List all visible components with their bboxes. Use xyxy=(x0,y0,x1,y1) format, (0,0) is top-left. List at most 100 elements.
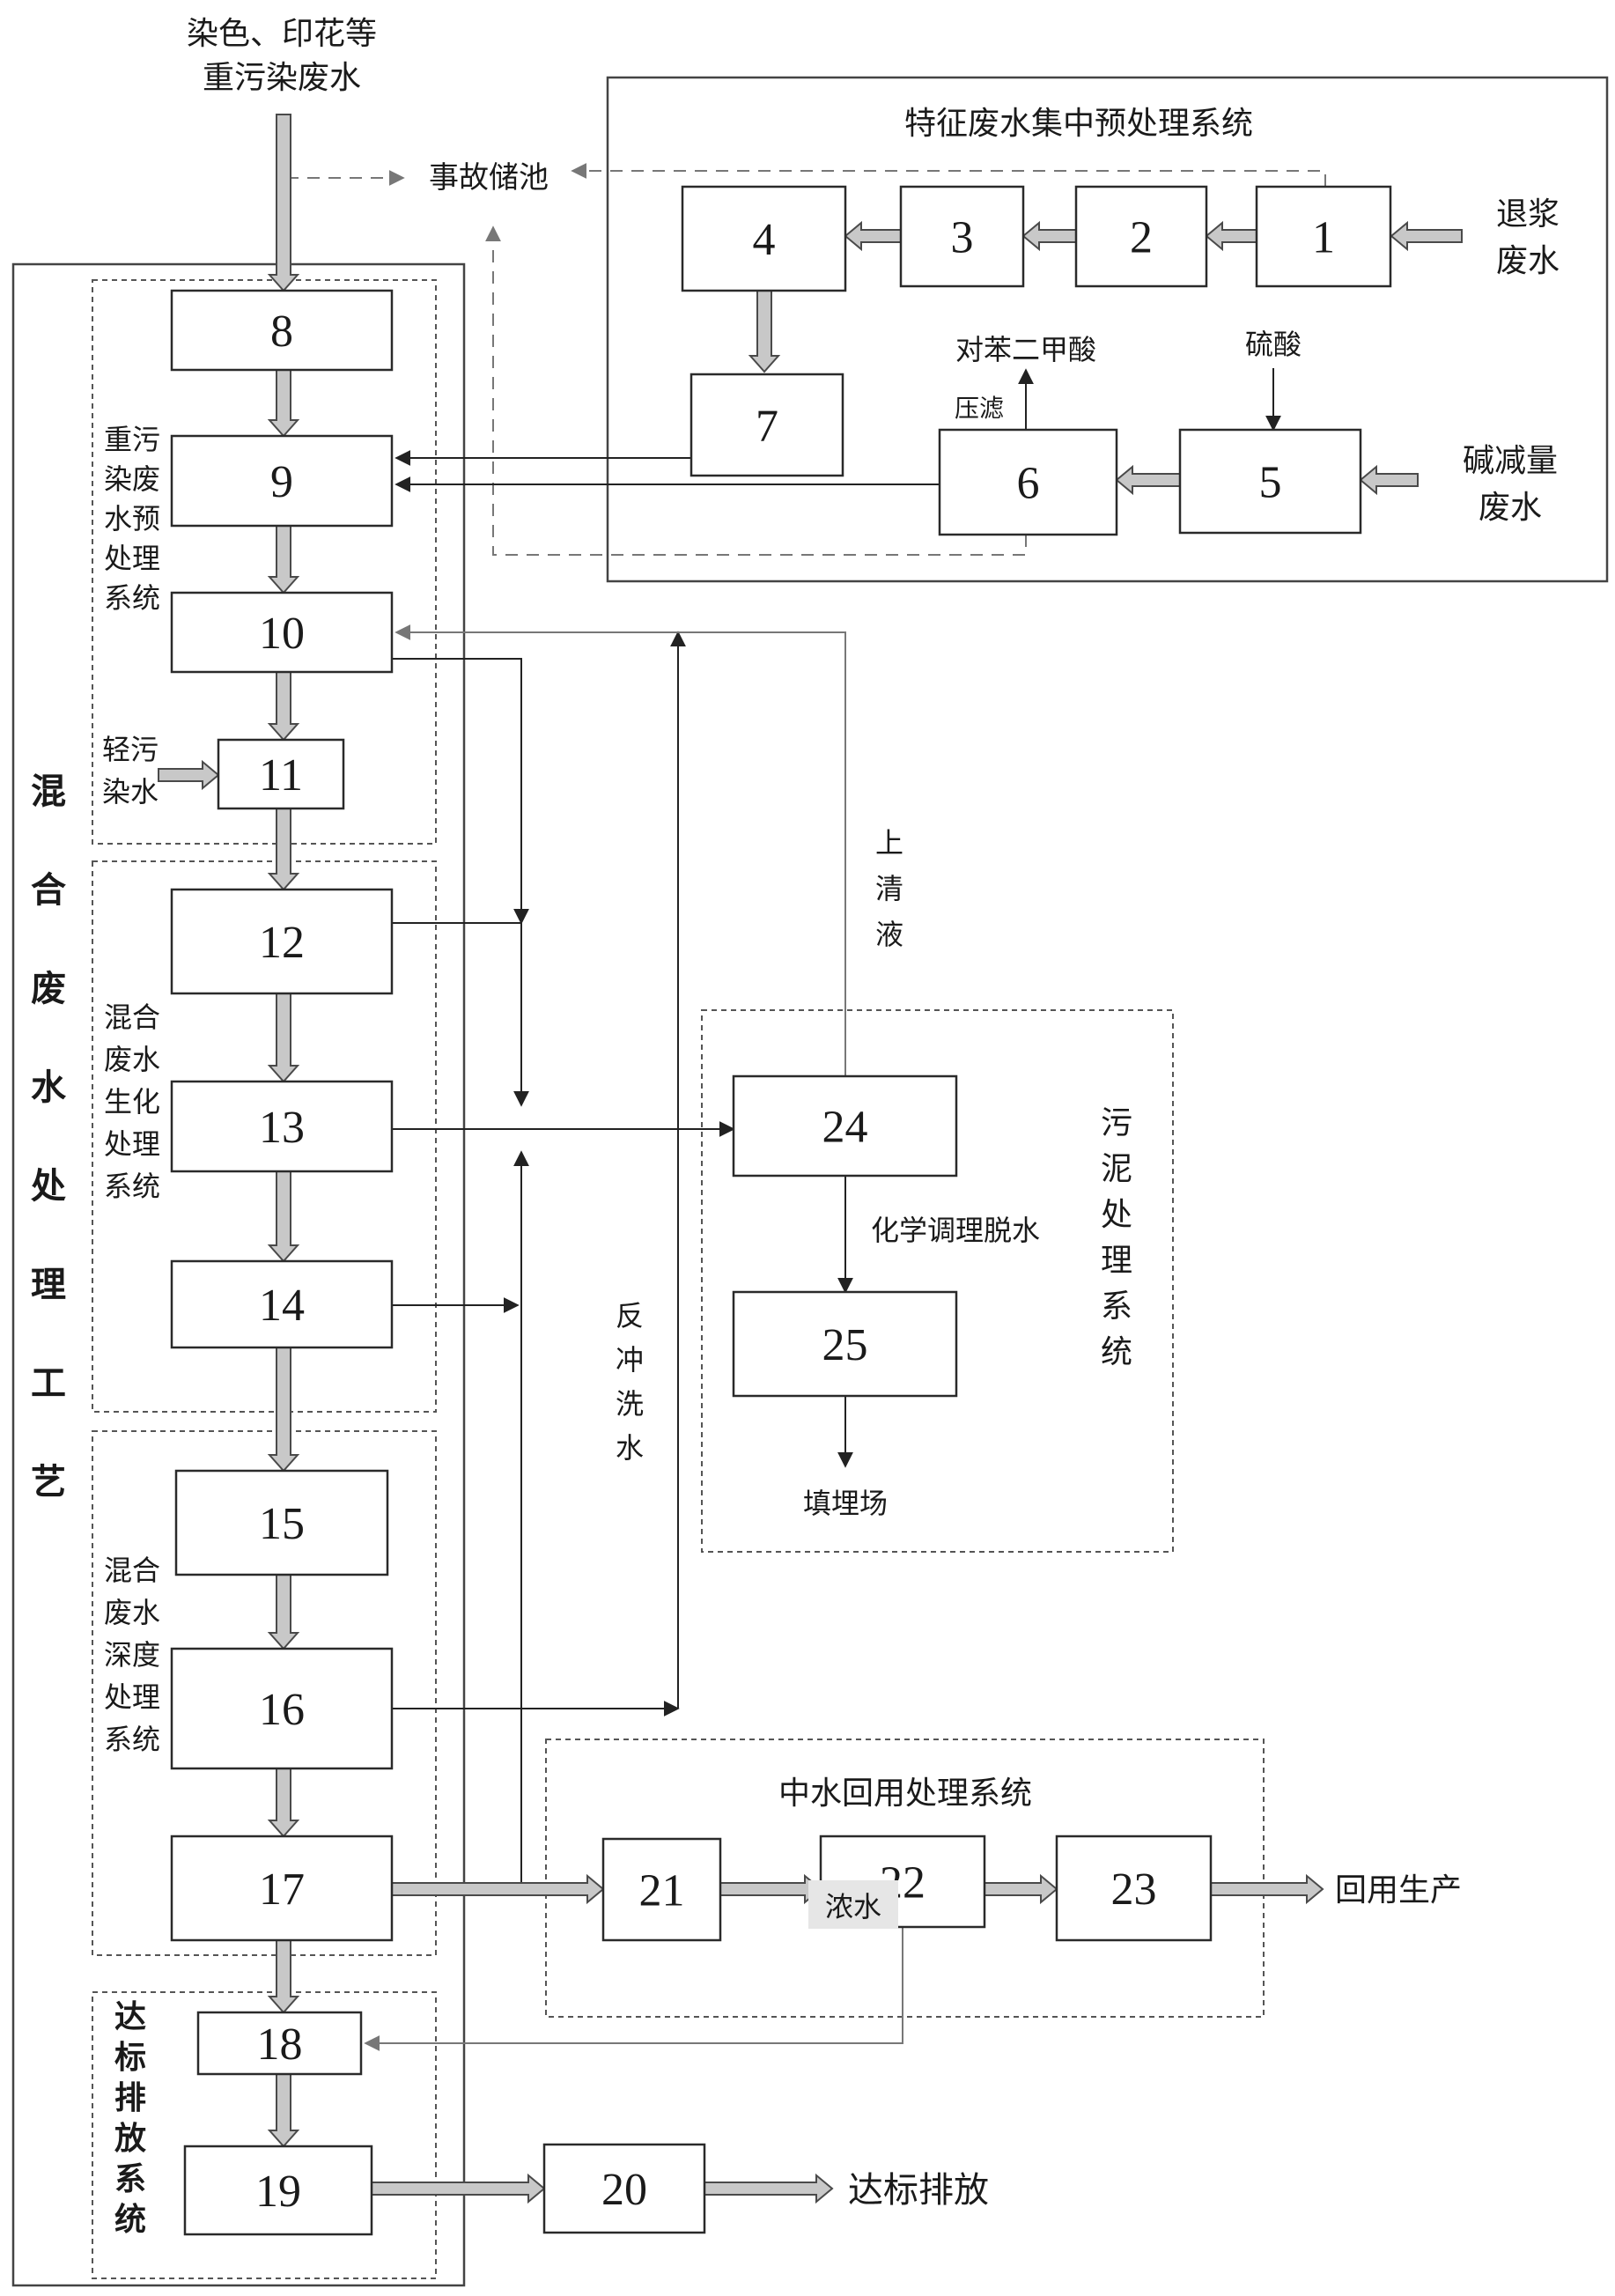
vertical-label-char: 处理 xyxy=(104,542,160,575)
node20-to-discharge-arrow xyxy=(704,2173,834,2204)
process-node-9: 9 xyxy=(170,434,394,528)
process-node-number: 14 xyxy=(259,1281,305,1331)
node4-to-node7-arrow xyxy=(748,290,781,373)
light-water-line1: 轻污 xyxy=(102,733,159,766)
process-node-box xyxy=(542,2143,706,2234)
node10-to-node11-arrow xyxy=(267,671,300,742)
vertical-label-char: 统 xyxy=(114,2202,146,2238)
process-node-number: 16 xyxy=(259,1685,305,1735)
alkali-to-node5-arrow xyxy=(1359,464,1419,496)
process-node-box xyxy=(938,428,1118,536)
vertical-label-char: 处理 xyxy=(104,1680,160,1714)
process-node-5: 5 xyxy=(1178,428,1362,535)
desizing-to-node1-arrow xyxy=(1390,220,1463,252)
process-node-number: 3 xyxy=(951,213,974,263)
process-node-20: 20 xyxy=(542,2143,706,2234)
process-node-16: 16 xyxy=(170,1647,394,1770)
process-node-box xyxy=(732,1074,958,1178)
process-node-number: 20 xyxy=(601,2165,647,2215)
node1-to-node2-arrow xyxy=(1205,220,1257,252)
process-node-number: 21 xyxy=(639,1866,685,1916)
reuse-system-title: 中水回用处理系统 xyxy=(778,1776,1032,1812)
process-node-box xyxy=(170,1259,394,1349)
process-node-box xyxy=(170,1647,394,1770)
reuse-prod-label: 回用生产 xyxy=(1335,1872,1462,1908)
chem-dewater-label: 化学调理脱水 xyxy=(871,1214,1040,1247)
process-node-19: 19 xyxy=(183,2145,373,2236)
concentrate-to-node18-link xyxy=(364,1927,903,2051)
process-node-number: 24 xyxy=(822,1103,868,1153)
alkali-line1: 碱减量 xyxy=(1463,443,1558,479)
vertical-label-char: 上 xyxy=(875,826,903,860)
vertical-label-char: 反 xyxy=(616,1299,644,1333)
press-label: 压滤 xyxy=(955,394,1004,423)
process-node-25: 25 xyxy=(732,1290,958,1398)
process-node-box xyxy=(170,888,394,995)
process-node-14: 14 xyxy=(170,1259,394,1349)
light-water-line2: 染水 xyxy=(102,775,159,808)
process-node-8: 8 xyxy=(170,289,394,372)
process-node-box xyxy=(170,1080,394,1173)
vertical-label-char: 生化 xyxy=(104,1085,160,1118)
vertical-label-char: 洗 xyxy=(616,1387,644,1421)
vertical-label-char: 统 xyxy=(1101,1334,1132,1370)
vertical-label-char: 染废 xyxy=(104,462,160,496)
vertical-label-char: 排 xyxy=(114,2080,146,2116)
vertical-label-char: 重污 xyxy=(104,423,160,456)
process-node-11: 11 xyxy=(217,738,345,810)
vertical-label-char: 系 xyxy=(114,2161,146,2197)
node6-to-accident-link xyxy=(485,225,1027,556)
discharge-std-label: 达标排放 xyxy=(848,2170,989,2211)
process-node-box xyxy=(170,591,394,674)
process-node-number: 18 xyxy=(257,2019,303,2070)
node12-to-node13-arrow xyxy=(267,993,300,1083)
process-node-box xyxy=(170,289,394,372)
node12-to-collector-link xyxy=(392,922,529,1107)
vertical-label-char: 艺 xyxy=(31,1462,66,1502)
accident-pool-label: 事故储池 xyxy=(429,160,549,196)
process-node-box xyxy=(183,2145,373,2236)
supernatant-to-node10-link xyxy=(395,624,846,1076)
vertical-label-char: 混合 xyxy=(104,1000,160,1034)
process-node-box xyxy=(1255,185,1392,288)
process-node-number: 4 xyxy=(753,215,776,265)
node15-to-node16-arrow xyxy=(267,1574,300,1650)
process-node-15: 15 xyxy=(174,1469,389,1576)
vertical-label-char: 废水 xyxy=(104,1043,160,1076)
vertical-label-char: 水 xyxy=(31,1067,67,1108)
vertical-label-char: 废 xyxy=(31,969,66,1009)
node23-to-reuse-arrow xyxy=(1210,1873,1324,1905)
vertical-label-char: 混合 xyxy=(104,1554,160,1587)
process-node-2: 2 xyxy=(1074,185,1208,288)
node2-to-node3-arrow xyxy=(1021,220,1077,252)
vertical-label-char: 理 xyxy=(31,1265,66,1305)
vertical-label-char: 冲 xyxy=(616,1343,644,1377)
process-node-box xyxy=(170,1835,394,1942)
deep-treatment-outline xyxy=(92,1430,437,1956)
process-node-number: 8 xyxy=(270,306,293,357)
vertical-label-char: 处理 xyxy=(104,1127,160,1161)
desizing-line2: 废水 xyxy=(1496,243,1560,279)
vertical-label-char: 清 xyxy=(875,872,903,905)
node13-to-node14-arrow xyxy=(267,1170,300,1263)
concentrate-label: 浓水 xyxy=(825,1890,881,1923)
fat-arrows-layer xyxy=(158,114,1463,2204)
vertical-label-char: 液 xyxy=(875,918,903,951)
process-node-12: 12 xyxy=(170,888,394,995)
process-node-3: 3 xyxy=(899,185,1025,288)
node3-to-node4-arrow xyxy=(844,220,902,252)
process-node-number: 6 xyxy=(1017,459,1040,509)
process-node-18: 18 xyxy=(196,2011,363,2076)
source-line1: 染色、印花等 xyxy=(187,16,377,52)
light-water-to-node11-arrow xyxy=(158,759,220,791)
process-node-box xyxy=(1178,428,1362,535)
concentrate-highlight xyxy=(808,1880,898,1929)
node11-to-node12-arrow xyxy=(267,808,300,891)
node22-to-node23-arrow xyxy=(984,1873,1058,1905)
process-node-24: 24 xyxy=(732,1074,958,1178)
sulfuric-label: 硫酸 xyxy=(1245,328,1302,361)
